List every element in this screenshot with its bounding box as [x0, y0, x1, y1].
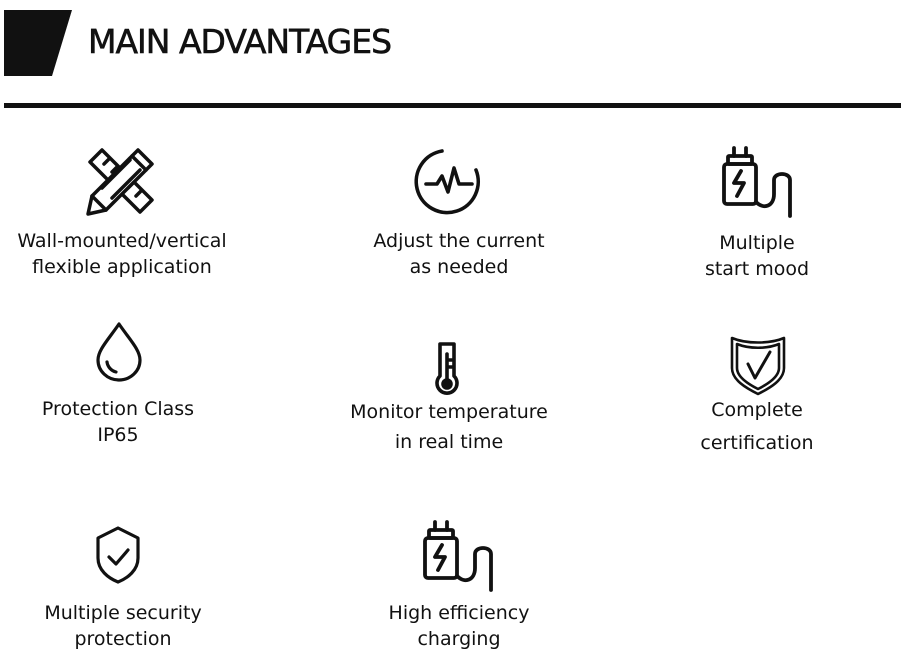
- page-title: MAIN ADVANTAGES: [88, 22, 393, 62]
- thermometer-icon: [432, 338, 462, 396]
- certificate-shield-icon: [726, 334, 790, 396]
- header-divider: [4, 103, 901, 108]
- feature-label: Multiple start mood: [704, 232, 810, 280]
- feature-label: Wall-mounted/vertical flexible applicati…: [17, 230, 227, 278]
- water-drop-icon: [94, 320, 144, 382]
- feature-label: Complete certification: [700, 399, 814, 454]
- pulse-circle-icon: [412, 146, 486, 218]
- feature-label: High efficiency charging: [388, 602, 530, 650]
- charging-plug-icon: [720, 144, 796, 218]
- pencil-ruler-icon: [82, 146, 158, 218]
- feature-label: Monitor temperature in real time: [350, 401, 548, 453]
- charging-plug-icon: [421, 518, 497, 592]
- feature-label: Adjust the current as needed: [373, 230, 545, 278]
- feature-label: Multiple security protection: [44, 602, 202, 650]
- shield-check-icon: [92, 524, 144, 586]
- header-block-icon: [4, 10, 72, 76]
- feature-label: Protection Class IP65: [41, 398, 195, 446]
